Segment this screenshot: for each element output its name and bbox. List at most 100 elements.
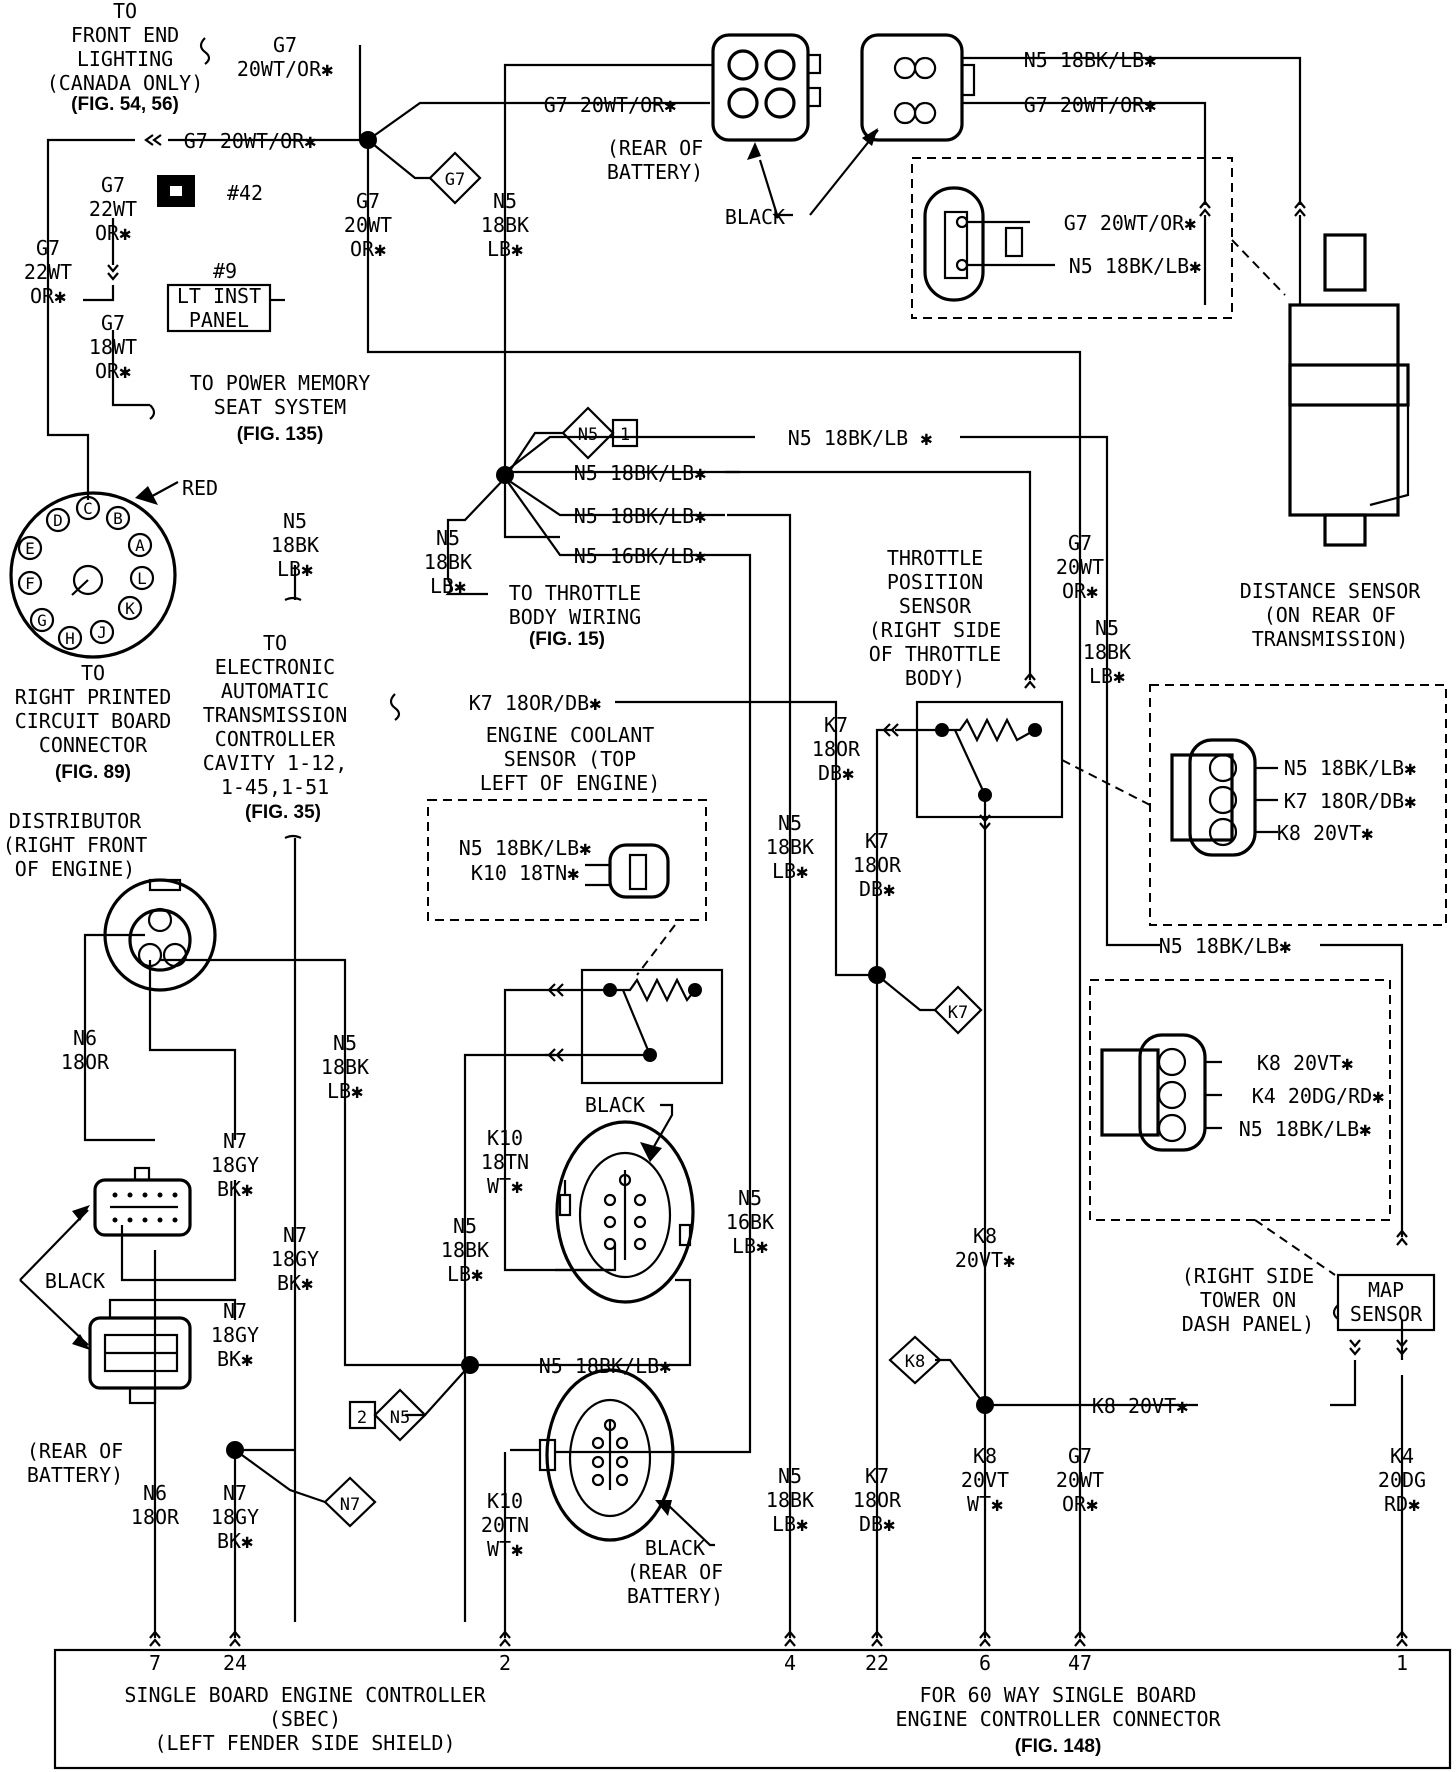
cavity-j-label: J bbox=[97, 623, 107, 642]
n5-vert7-label: 18BK bbox=[441, 1238, 489, 1262]
cavity-a-ring bbox=[127, 532, 153, 558]
ecs-k10-label: K10 18TN✱ bbox=[471, 861, 579, 885]
k10-bottom-label: 20TN bbox=[481, 1513, 529, 1537]
black-top-label: BLACK bbox=[725, 205, 785, 229]
ecs-connector-rear-battery bbox=[538, 1368, 675, 1542]
ecs-label: SENSOR (TOP bbox=[504, 747, 636, 771]
map-k4-label: K4 20DG/RD✱ bbox=[1252, 1084, 1384, 1108]
power-memory-label: TO POWER MEMORY bbox=[190, 371, 371, 395]
n5-vert1-label: N5 bbox=[493, 189, 517, 213]
n5-vert6-label: N5 bbox=[738, 1186, 762, 1210]
n7-low-label: N7 bbox=[223, 1299, 247, 1323]
n5-vert7-label: N5 bbox=[453, 1214, 477, 1238]
n5-bottom-vert-label: LB✱ bbox=[772, 1512, 808, 1536]
tps-label: (RIGHT SIDE bbox=[869, 618, 1001, 642]
cavity-k-ring bbox=[117, 595, 143, 621]
engine-coolant-sensor-resistor bbox=[545, 968, 724, 1085]
eatc-label: 1-45,1-51 bbox=[221, 775, 329, 799]
cavity-f-ring bbox=[17, 570, 43, 596]
n5-throttle-label: 18BK bbox=[424, 550, 472, 574]
k7-bottom-label: K7 bbox=[865, 1464, 889, 1488]
n5-left-label: 18BK bbox=[271, 533, 319, 557]
k10-vert-label: K10 bbox=[487, 1126, 523, 1150]
g7-vert1-label: OR✱ bbox=[350, 237, 386, 261]
g7-diamond-label: G7 bbox=[445, 170, 465, 190]
lt-inst-panel-label: LT INST bbox=[177, 284, 261, 308]
n6-top-label: N6 bbox=[73, 1026, 97, 1050]
n5-left-label: N5 bbox=[283, 509, 307, 533]
pcb-fig-label: (FIG. 89) bbox=[55, 762, 131, 783]
n5-vert3-label: LB✱ bbox=[1089, 664, 1125, 688]
rear-of-battery-left-label: BATTERY) bbox=[27, 1463, 123, 1487]
n5-vert1-label: 18BK bbox=[481, 213, 529, 237]
k7-vert1-label: 18OR bbox=[812, 737, 861, 761]
n5-diamond1-num-label: 1 bbox=[620, 425, 630, 445]
cavity-h-label: H bbox=[65, 629, 75, 648]
chevron-connector-marks bbox=[107, 134, 1408, 1647]
controller-right-text: ENGINE CONTROLLER CONNECTOR bbox=[895, 1707, 1221, 1731]
wire-break-marks bbox=[149, 37, 1339, 1320]
controller-left-text: (LEFT FENDER SIDE SHIELD) bbox=[154, 1731, 455, 1755]
g7-20wt-or-left-label: G7 20WT/OR✱ bbox=[184, 129, 316, 153]
ecs-n5-label: N5 18BK/LB✱ bbox=[459, 836, 591, 860]
distributor-label: (RIGHT FRONT bbox=[3, 833, 148, 857]
pin-number-6: 6 bbox=[979, 1651, 991, 1675]
g7-bottom-label: 20WT bbox=[1056, 1468, 1104, 1492]
k7-vert2-label: DB✱ bbox=[859, 877, 895, 901]
g7-22wt-b-label: 22WT bbox=[24, 260, 72, 284]
throttle-body-fig-label: (FIG. 15) bbox=[529, 629, 605, 650]
engine-controller-box bbox=[53, 1648, 1452, 1770]
map-sensor-label: MAP bbox=[1368, 1278, 1404, 1302]
controller-left-text: SINGLE BOARD ENGINE CONTROLLER bbox=[124, 1683, 486, 1707]
controller-left-text: (SBEC) bbox=[269, 1707, 341, 1731]
n5-splice-1-label: N5 18BK/LB ✱ bbox=[788, 426, 933, 450]
k7-bottom-label: 18OR bbox=[853, 1488, 902, 1512]
rear-of-battery-top-label: (REAR OF bbox=[607, 136, 703, 160]
tps-label: OF THROTTLE bbox=[869, 642, 1001, 666]
pin-number-4: 4 bbox=[784, 1651, 796, 1675]
wires bbox=[46, 45, 1404, 1638]
cavity-a-label: A bbox=[135, 536, 145, 555]
tps-label: THROTTLE bbox=[887, 546, 983, 570]
g7-18wt-label: OR✱ bbox=[95, 359, 131, 383]
n5-map-label: N5 18BK/LB✱ bbox=[1159, 934, 1291, 958]
cavity-g-label: G bbox=[37, 611, 47, 630]
eatc-label: TRANSMISSION bbox=[203, 703, 348, 727]
n5-vert5-label: 18BK bbox=[321, 1055, 369, 1079]
pin-number-2: 2 bbox=[499, 1651, 511, 1675]
k8-diamond-label: K8 bbox=[905, 1352, 925, 1372]
pcb-label: TO bbox=[81, 661, 105, 685]
right-tower-label: TOWER ON bbox=[1200, 1288, 1296, 1312]
n7-diamond-label: N7 bbox=[340, 1495, 360, 1515]
n5-splice-3-label: N5 18BK/LB✱ bbox=[574, 504, 706, 528]
n6-bottom-label: 18OR bbox=[131, 1505, 180, 1529]
k4-bottom-label: RD✱ bbox=[1384, 1492, 1420, 1516]
g7-bottom-label: G7 bbox=[1068, 1444, 1092, 1468]
power-memory-fig-label: (FIG. 135) bbox=[237, 424, 324, 445]
front-end-lighting-label: TO bbox=[113, 0, 137, 23]
n5-splice-2-label: N5 18BK/LB✱ bbox=[574, 461, 706, 485]
eatc-fig-label: (FIG. 35) bbox=[245, 802, 321, 823]
n5-bottom-label: N5 18BK/LB✱ bbox=[539, 1354, 671, 1378]
n5-18bk-lb-right-label: N5 18BK/LB✱ bbox=[1024, 48, 1156, 72]
conn42-label: #42 bbox=[227, 181, 263, 205]
pcb-label: CIRCUIT BOARD bbox=[15, 709, 172, 733]
cavity-b-ring bbox=[105, 505, 131, 531]
engine-coolant-sensor-detail bbox=[427, 799, 707, 976]
g7-18wt-label: 18WT bbox=[89, 335, 137, 359]
black-left-label: BLACK bbox=[45, 1269, 105, 1293]
tps-connector-detail bbox=[1061, 684, 1447, 926]
distance-sensor-body bbox=[1203, 215, 1410, 547]
tps-label: POSITION bbox=[887, 570, 983, 594]
front-end-lighting-label: LIGHTING bbox=[77, 47, 173, 71]
n5-vert4-label: N5 bbox=[778, 811, 802, 835]
n5-vert7-label: LB✱ bbox=[447, 1262, 483, 1286]
cavity-g-ring bbox=[29, 607, 55, 633]
g7-22wt-b-label: OR✱ bbox=[30, 284, 66, 308]
diamond-tags bbox=[323, 151, 983, 1528]
n5-vert1-label: LB✱ bbox=[487, 237, 523, 261]
g7-22wt-b-label: G7 bbox=[36, 236, 60, 260]
pin-number-47: 47 bbox=[1068, 1651, 1092, 1675]
tps-label: SENSOR bbox=[899, 594, 972, 618]
n5-vert5-label: LB✱ bbox=[327, 1079, 363, 1103]
